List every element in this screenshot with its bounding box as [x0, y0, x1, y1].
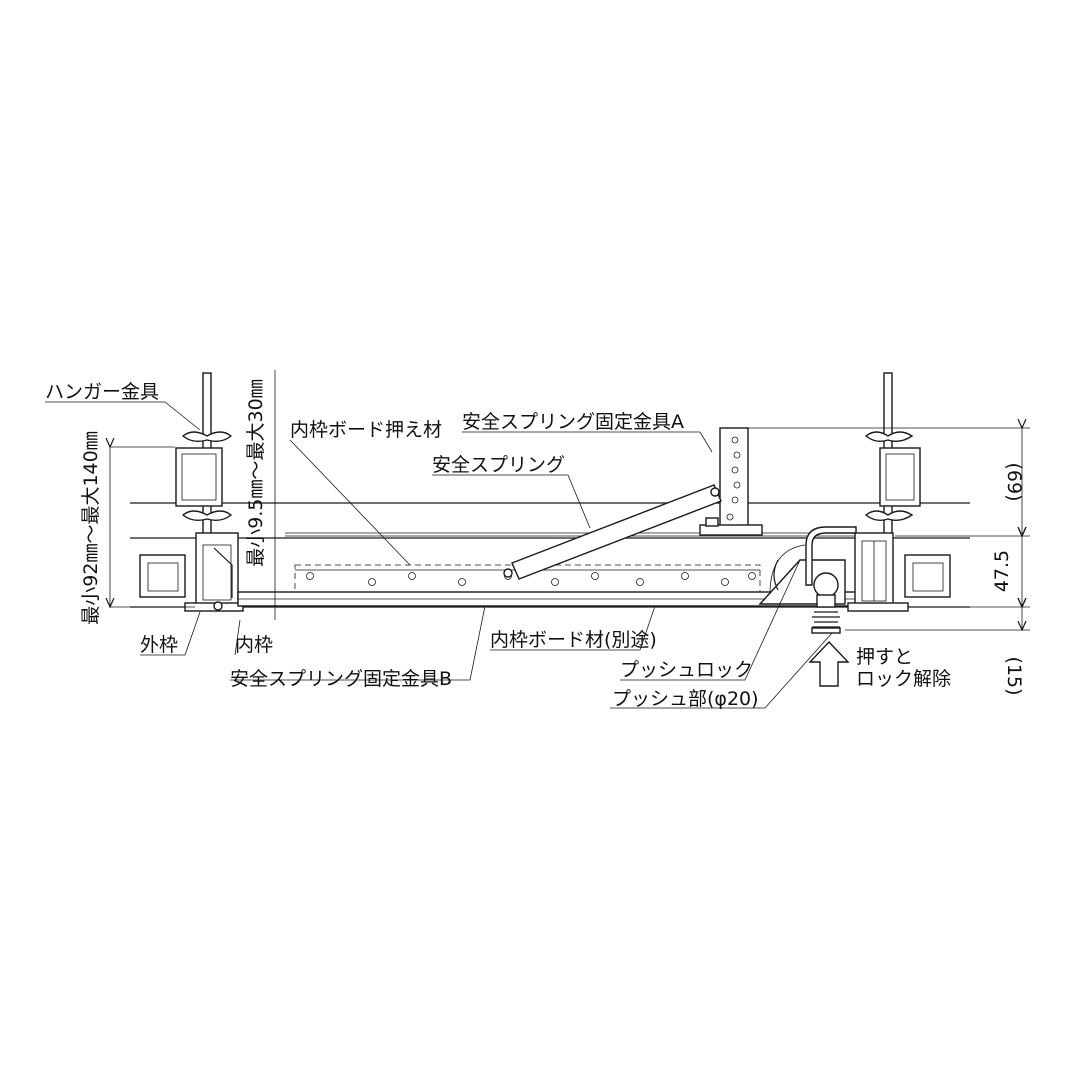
label-inner-board-press: 内枠ボード押え材	[290, 419, 442, 441]
labels: ハンガー金具 内枠ボード押え材 安全スプリング固定金具A 安全スプリング 外枠 …	[45, 381, 951, 710]
ceiling-range-label: 最小92㎜～最大140㎜	[80, 431, 102, 624]
press-member-hole	[408, 572, 416, 580]
dimension-15: (15)	[1003, 656, 1025, 695]
safety-spring-bracket-a	[699, 427, 763, 536]
label-safety-spring: 安全スプリング	[432, 454, 565, 476]
press-member-hole	[681, 572, 689, 580]
dimension-47-5: 47.5	[991, 550, 1013, 592]
leader-lines	[45, 401, 833, 709]
outer-frame-left	[184, 532, 244, 612]
label-hanger: ハンガー金具	[45, 381, 159, 403]
dimension-ceiling-range: 最小92㎜～最大140㎜	[80, 431, 195, 625]
label-press-release-1: 押すと	[856, 646, 913, 668]
press-member-hole	[458, 578, 466, 586]
press-member-hole	[551, 578, 559, 586]
hanger-right	[864, 372, 921, 544]
hanger-left	[175, 372, 233, 544]
press-member-hole	[591, 572, 599, 580]
label-inner-frame: 内枠	[235, 634, 273, 656]
dimensions-right: (69) 47.5 (15)	[748, 428, 1030, 696]
label-push-part: プッシュ部(φ20)	[612, 688, 759, 710]
ceiling-structure	[130, 502, 970, 608]
safety-spring	[503, 484, 722, 580]
label-spring-bracket-a: 安全スプリング固定金具A	[462, 411, 684, 433]
ceiling-channel-right	[904, 554, 951, 598]
press-member-hole	[636, 578, 644, 586]
push-lock-mechanism	[758, 526, 857, 634]
board-range-label: 最小9.5㎜～最大30㎜	[245, 379, 267, 566]
push-arrow-icon	[808, 640, 850, 687]
dimension-69: (69)	[1003, 462, 1025, 501]
press-member-hole	[306, 572, 314, 580]
ceiling-channel-left	[139, 554, 186, 598]
dimension-board-range: 最小9.5㎜～最大30㎜	[245, 370, 276, 620]
press-member-hole	[721, 578, 729, 586]
label-spring-bracket-b: 安全スプリング固定金具B	[230, 668, 452, 690]
press-member-hole	[748, 572, 756, 580]
label-inner-board: 内枠ボード材(別途)	[490, 629, 657, 651]
outer-frame-right	[847, 532, 909, 612]
label-outer-frame: 外枠	[140, 634, 178, 656]
label-press-release-2: ロック解除	[856, 668, 951, 690]
press-member-hole	[368, 578, 376, 586]
label-push-lock: プッシュロック	[620, 659, 753, 681]
